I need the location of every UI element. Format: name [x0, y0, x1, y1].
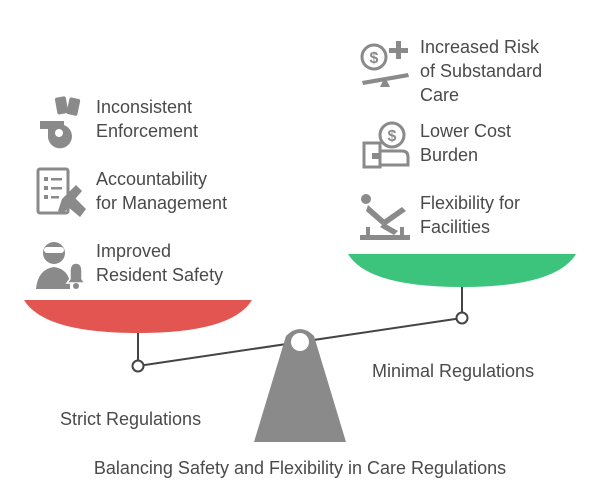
right-pan [348, 254, 576, 287]
item-lower-cost-burden: $ Lower Cost Burden [358, 119, 511, 173]
person-with-bell-icon [34, 239, 88, 293]
gymnast-icon [358, 191, 412, 245]
fulcrum-pivot [291, 333, 309, 351]
wallet-dollar-icon: $ [358, 119, 412, 173]
strict-regulations-label: Strict Regulations [60, 409, 202, 429]
item-inconsistent-enforcement: Inconsistent Enforcement [34, 95, 198, 149]
item-text: Lower Cost Burden [420, 121, 512, 165]
fulcrum [254, 329, 346, 442]
item-improved-resident-safety: Improved Resident Safety [34, 239, 223, 293]
item-text: Improved Resident Safety [96, 241, 224, 285]
item-text: Increased Risk of Substandard Care [420, 37, 543, 105]
item-flexibility-for-facilities: Flexibility for Facilities [358, 191, 520, 245]
left-joint [131, 359, 145, 373]
svg-text:$: $ [370, 50, 379, 67]
whistle-and-cards-icon [34, 95, 88, 149]
item-increased-risk: $ Increased Risk of Substandard Care [358, 35, 542, 107]
left-pan [24, 300, 252, 333]
item-text: Flexibility for Facilities [420, 193, 521, 237]
checklist-with-hand-icon [34, 167, 88, 221]
right-joint [455, 311, 469, 325]
item-text: Accountability for Management [96, 169, 228, 213]
minimal-regulations-label: Minimal Regulations [372, 361, 535, 381]
item-text: Inconsistent Enforcement [96, 97, 199, 141]
svg-text:$: $ [388, 128, 397, 145]
item-accountability-for-management: Accountability for Management [34, 167, 227, 221]
page-title: Balancing Safety and Flexibility in Care… [93, 458, 507, 478]
dollar-plus-balance-icon: $ [358, 35, 412, 89]
